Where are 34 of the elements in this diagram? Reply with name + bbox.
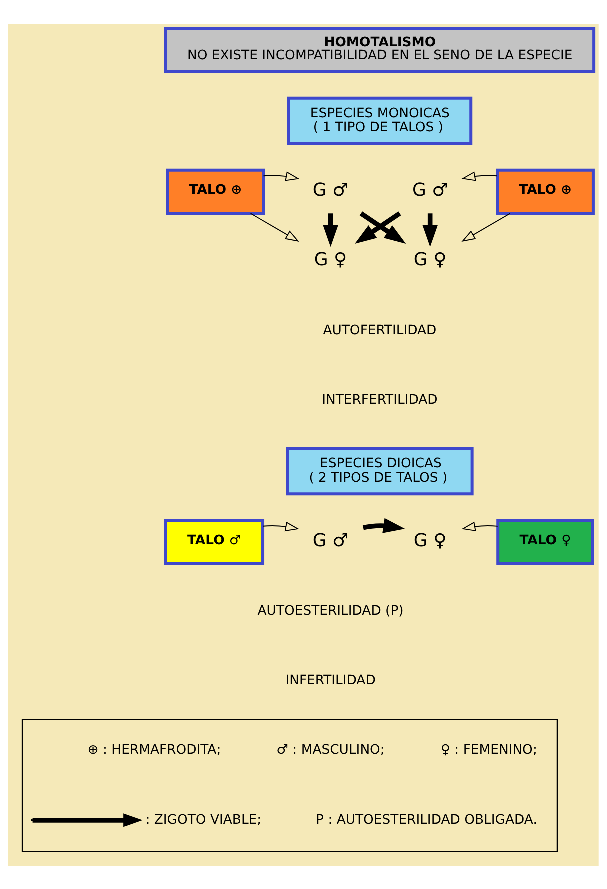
legend-label: ⊕ : HERMAFRODITA;	[88, 742, 222, 758]
node-text: G ♂	[412, 180, 448, 201]
arrow	[422, 213, 438, 247]
label: AUTOESTERILIDAD (P)	[258, 604, 404, 619]
arrow	[462, 521, 498, 531]
legend-label: : ZIGOTO VIABLE;	[146, 812, 262, 828]
legend-label: ♂ : MASCULINO;	[276, 742, 385, 758]
arrow	[262, 521, 300, 532]
arrow	[362, 518, 406, 533]
arrow	[462, 171, 498, 181]
arrow	[355, 211, 402, 244]
node-box: ESPECIES MONOICAS ( 1 TIPO DE TALOS )	[287, 96, 473, 145]
arrow	[323, 213, 338, 247]
node-box	[22, 718, 558, 852]
node-box: TALO ♀	[496, 518, 594, 565]
node-text: G ♀	[414, 530, 447, 551]
arrow	[263, 171, 300, 181]
node-box: TALO ♂	[164, 518, 265, 565]
arrow	[250, 212, 300, 242]
node-box: ESPECIES DIOICAS ( 2 TIPOS DE TALOS )	[286, 446, 474, 496]
node-text: G ♀	[414, 249, 447, 270]
node-box: TALO ⊕	[496, 168, 595, 214]
arrow	[360, 211, 406, 244]
label: AUTOFERTILIDAD	[323, 322, 437, 338]
node-box: HOMOTALISMO NO EXISTE INCOMPATIBILIDAD EN EL SENO DE LA ESPECIE	[164, 26, 596, 73]
node-text: G ♂	[312, 530, 349, 551]
legend-label: P : AUTOESTERILIDAD OBLIGADA.	[316, 812, 538, 828]
node-text: G ♀	[314, 249, 348, 270]
label: INTERFERTILIDAD	[322, 392, 438, 408]
legend-label: ♀ : FEMENINO;	[440, 742, 538, 758]
label: INFERTILIDAD	[286, 673, 376, 688]
node-text: G ♂	[312, 180, 349, 201]
node-box: TALO ⊕	[166, 168, 266, 214]
arrow	[462, 212, 511, 242]
